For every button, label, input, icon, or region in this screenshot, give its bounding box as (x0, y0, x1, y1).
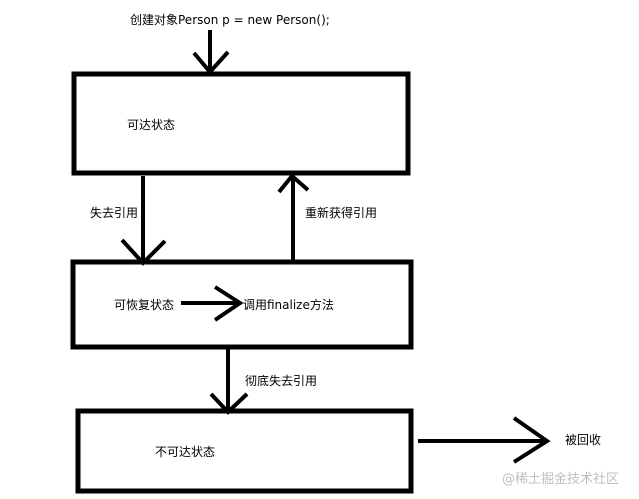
transition-label-lose-reference: 失去引用 (90, 206, 139, 220)
arrow-unreachable-to-collected (418, 416, 551, 464)
state-box-reachable (71, 71, 411, 176)
state-box-unreachable (75, 408, 414, 494)
arrow-reachable-to-recoverable (120, 176, 167, 266)
start-statement-label: 创建对象Person p = new Person(); (130, 13, 330, 27)
arrow-create-to-reachable (192, 30, 230, 76)
arrow-recoverable-to-reachable (277, 173, 310, 264)
transition-label-call-finalize: 调用finalize方法 (243, 298, 334, 312)
state-label-unreachable: 不可达状态 (155, 445, 216, 459)
transition-label-lose-reference-completely: 彻底失去引用 (245, 374, 318, 388)
transition-label-regain-reference: 重新获得引用 (305, 206, 378, 220)
state-box-recoverable (70, 259, 414, 350)
arrow-recoverable-to-unreachable (209, 347, 249, 415)
transition-label-collected: 被回收 (565, 433, 602, 447)
arrow-to-finalize (181, 285, 244, 322)
watermark-text: @稀土掘金技术社区 (502, 472, 620, 487)
state-label-recoverable: 可恢复状态 (114, 298, 175, 312)
state-label-reachable: 可达状态 (127, 118, 176, 132)
